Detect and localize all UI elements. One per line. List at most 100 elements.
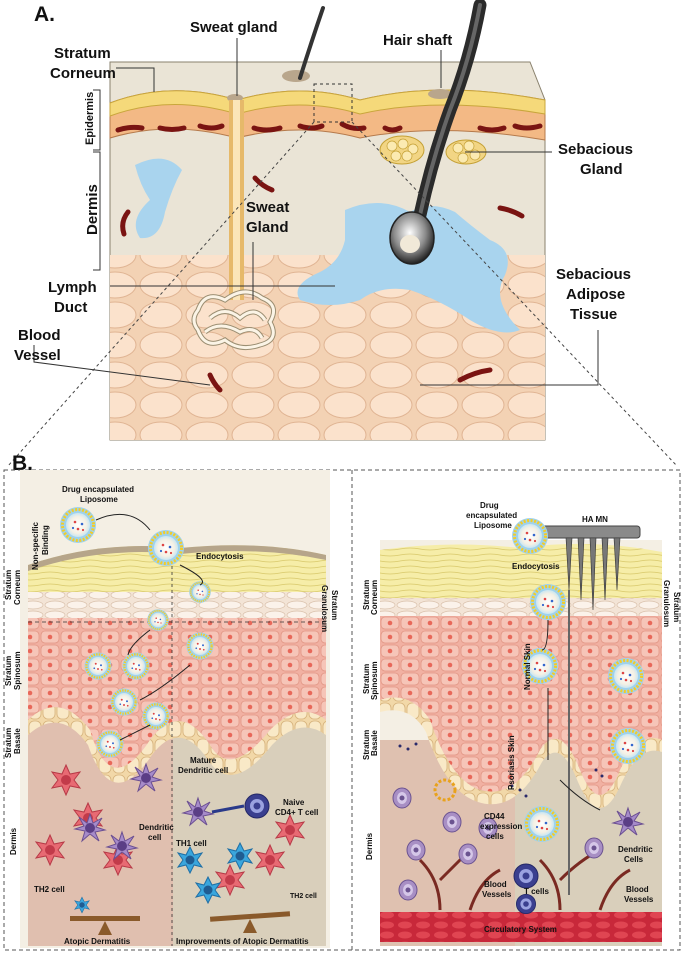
label-endocytosis-left: Endocytosis — [196, 552, 244, 561]
liposome — [528, 582, 568, 622]
label-psoriasis-skin: Psoriasis Skin — [507, 735, 516, 790]
label-nonspecific-2: Binding — [41, 525, 50, 555]
label-cd44: CD44 — [484, 812, 505, 821]
cd44-cell — [398, 879, 418, 901]
label-dermis: Dermis — [84, 184, 101, 235]
panel-b-right: Drug encapsulated Liposome HA MN Endocyt… — [362, 501, 681, 946]
label-blood-vessels-1: Blood — [484, 880, 507, 889]
panel-a: A. Sweat gland Hair shaft Stratum Corneu… — [7, 0, 678, 467]
naive-t-cell — [244, 793, 270, 819]
label-dermis-b-right: Dermis — [365, 832, 374, 860]
label-adipose: Sebacious — [556, 266, 631, 283]
liposome — [510, 516, 550, 556]
label-lymph-duct: Lymph — [48, 279, 97, 296]
liposome — [522, 804, 562, 844]
label-normal-skin: Normal Skin — [523, 643, 532, 690]
label-sweat-gland-mid-2: Gland — [246, 219, 289, 236]
t-cell — [513, 863, 539, 889]
liposome — [146, 608, 170, 632]
label-stratum-basale-left-2: Basale — [13, 728, 22, 754]
label-stratum-spinosum-left: Stratum — [4, 656, 13, 686]
label-drug-right-3: Liposome — [474, 521, 512, 530]
stratum-spinosum-right — [380, 600, 662, 795]
seesaw-left — [70, 916, 140, 935]
label-stratum-spinosum-right-2: Spinosum — [370, 661, 379, 700]
label-dendritic-cells-right: Dendritic — [618, 845, 653, 854]
liposome — [146, 528, 186, 568]
label-stratum-granulosum-left-2: Granulosum — [320, 585, 329, 632]
label-circulatory-system: Circulatory System — [484, 925, 557, 934]
label-blood-vessels-2: Blood — [626, 885, 649, 894]
stratum-granulosum-left — [28, 590, 326, 618]
panel-b-left: Drug encapsulated Liposome Non-specific … — [4, 470, 339, 948]
label-stratum-granulosum-right: Stratum — [672, 592, 681, 622]
label-stratum-corneum-b-right-2: Corneum — [370, 580, 379, 615]
lymph-duct-upper — [135, 158, 182, 239]
label-mature-dc-2: Dendritic cell — [178, 766, 228, 775]
label-stratum-granulosum-right-2: Granulosum — [662, 580, 671, 627]
label-dendritic-cell-left-2: cell — [148, 833, 161, 842]
label-nonspecific: Non-specific — [31, 521, 40, 570]
label-dendritic-cell-left: Dendritic — [139, 823, 174, 832]
panel-b-letter: B. — [12, 452, 33, 475]
label-cd44-3: cells — [486, 832, 504, 841]
cd44-cell — [406, 839, 426, 861]
label-endocytosis-right: Endocytosis — [512, 562, 560, 571]
label-dendritic-cells-right-2: Cells — [624, 855, 644, 864]
label-th1-cell: TH1 cell — [176, 839, 207, 848]
label-stratum-corneum-2: Corneum — [50, 65, 116, 82]
label-blood-vessel-2: Vessel — [14, 347, 61, 364]
t-cell — [515, 894, 536, 914]
liposome — [109, 687, 139, 717]
label-sebaceous-gland-2: Gland — [580, 161, 623, 178]
label-naive-t-cell: Naive — [283, 798, 305, 807]
label-adipose-3: Tissue — [570, 306, 617, 323]
cd44-cell — [392, 787, 412, 809]
sweat-duct — [229, 100, 244, 300]
label-epidermis: Epidermis — [84, 92, 96, 145]
lymph-duct-main — [297, 202, 520, 333]
label-hair-shaft: Hair shaft — [383, 32, 452, 49]
label-th2-cell-small: TH2 cell — [290, 893, 317, 900]
label-lymph-duct-2: Duct — [54, 299, 87, 316]
liposome — [58, 505, 98, 545]
stratum-corneum-left — [28, 545, 326, 592]
hair-shaft-small — [298, 6, 325, 80]
liposome — [83, 651, 113, 681]
label-sweat-gland-mid: Sweat — [246, 199, 289, 216]
liposome — [121, 651, 151, 681]
label-ha-mn: HA MN — [582, 515, 608, 524]
stratum-granulosum-right — [380, 596, 662, 616]
label-adipose-2: Adipose — [566, 286, 625, 303]
label-cd44-2: expression — [480, 822, 522, 831]
label-stratum-basale-right: Stratum — [362, 730, 371, 760]
label-stratum-corneum-b-left: Stratum — [4, 570, 13, 600]
cd44-cell — [458, 843, 478, 865]
label-t-cells: T cells — [524, 887, 549, 896]
label-drug-right: Drug — [480, 501, 499, 510]
label-stratum-corneum-b-left-2: Corneum — [13, 570, 22, 605]
label-drug-liposome-2: Liposome — [80, 495, 118, 504]
stratum-spinosum-left — [28, 615, 326, 768]
seesaw-right — [209, 911, 291, 933]
zoom-box — [313, 83, 353, 123]
liposome — [606, 656, 646, 696]
label-stratum-corneum: Stratum — [54, 45, 111, 62]
label-mature-dc: Mature — [190, 756, 217, 765]
label-blood-vessels-2-2: Vessels — [624, 895, 654, 904]
liposome — [608, 726, 648, 766]
label-th2-cell: TH2 cell — [34, 885, 65, 894]
label-sebaceous-gland: Sebacious — [558, 141, 633, 158]
label-blood-vessels-1-2: Vessels — [482, 890, 512, 899]
microneedle-array — [539, 525, 641, 895]
label-naive-t-cell-2: CD4+ T cell — [275, 808, 318, 817]
cd44-cell — [584, 837, 604, 859]
liposome — [185, 631, 215, 661]
cd44-cell — [442, 811, 462, 833]
label-sweat-gland-top: Sweat gland — [190, 19, 278, 36]
liposome — [141, 701, 171, 731]
label-stratum-granulosum-left: Stratum — [330, 590, 339, 620]
label-stratum-corneum-b-right: Stratum — [362, 580, 371, 610]
label-atopic-dermatitis: Atopic Dermatitis — [64, 937, 131, 946]
